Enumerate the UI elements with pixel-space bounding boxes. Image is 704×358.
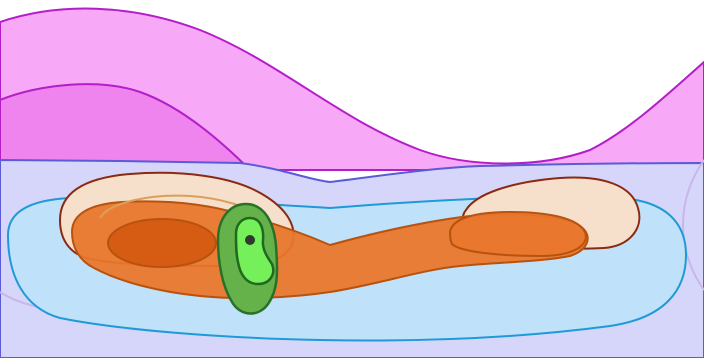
orange-right-lobe xyxy=(450,212,586,256)
center-dot xyxy=(245,235,255,245)
orange-dark-spot xyxy=(108,219,216,267)
